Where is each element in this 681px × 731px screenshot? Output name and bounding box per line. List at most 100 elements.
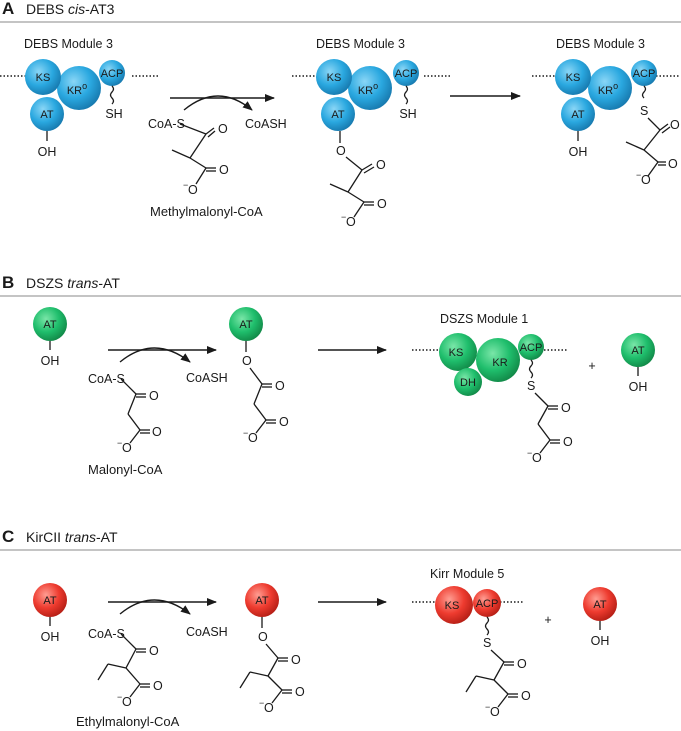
panel-a-module-start: DEBS Module 3 KS KRo AT ACP OH SH [0, 37, 158, 159]
ks-domain [316, 59, 352, 95]
substrate-label: Methylmalonyl-CoA [150, 204, 263, 219]
acp-label: ACP [476, 598, 499, 610]
panel-a-title: DEBS cis-AT3 [26, 1, 115, 17]
at-label: AT [43, 595, 57, 607]
acp-label: ACP [101, 68, 124, 80]
oxygen-label: O [149, 644, 159, 658]
panel-b-acyl-at: AT O O O − O [229, 307, 289, 445]
sulfur-label: S [527, 379, 535, 393]
wavy-bond [484, 616, 490, 636]
ks-domain [439, 333, 477, 371]
at-label: AT [255, 595, 269, 607]
panel-b-letter: B [2, 273, 14, 292]
curved-arrow [119, 347, 191, 363]
charge-label: − [117, 438, 122, 448]
ethylmalonyl-coa-structure: O O − O [97, 633, 163, 709]
oxygen-label: O [295, 685, 305, 699]
at-label: AT [593, 599, 607, 611]
panel-c-title: KirCII trans-AT [26, 529, 118, 545]
at-label: AT [631, 345, 645, 357]
oxygen-label: O [219, 163, 229, 177]
substrate-label: Malonyl-CoA [88, 462, 163, 477]
module-label: DEBS Module 3 [316, 37, 405, 51]
hydroxyl-label: OH [38, 145, 57, 159]
at-label: AT [40, 109, 54, 121]
charge-label: − [183, 180, 188, 190]
oxygen-label: O [152, 425, 162, 439]
oxygen-label: O [258, 630, 268, 644]
kr-domain [348, 66, 392, 110]
oxygen-label: O [264, 701, 274, 715]
oxygen-label: O [641, 173, 651, 187]
dh-label: DH [460, 377, 476, 389]
plus-sign: + [544, 613, 551, 627]
acp-domain [393, 60, 419, 86]
charge-label: − [117, 692, 122, 702]
ks-label: KS [327, 72, 342, 84]
oxygen-label: O [517, 657, 527, 671]
oxygen-label: O [532, 451, 542, 465]
panel-a-reaction-arrow-1: CoA-S CoASH O O − O Methylmalonyl-CoA [148, 94, 287, 219]
ks-label: KS [36, 72, 51, 84]
ks-label: KS [445, 600, 460, 612]
acp-domain [518, 334, 544, 360]
at-domain [621, 333, 655, 367]
kr-label: KR [492, 357, 507, 369]
acyl-ester-structure: O O O − O [329, 131, 387, 229]
oxygen-label: O [670, 118, 680, 132]
oxygen-label: O [218, 122, 228, 136]
oxygen-label: O [561, 401, 571, 415]
panel-a: A DEBS cis-AT3 DEBS Module 3 KS KRo AT A… [0, 0, 681, 229]
at-label: AT [331, 109, 345, 121]
kr-domain [588, 66, 632, 110]
oxygen-label: O [563, 435, 573, 449]
oxygen-label: O [279, 415, 289, 429]
panel-c-free-at: AT OH [33, 583, 67, 644]
thiol-label: SH [399, 107, 416, 121]
wavy-bond [528, 359, 534, 379]
oxygen-label: O [275, 379, 285, 393]
coash-label: CoASH [245, 117, 287, 131]
panel-a-module-acyl-acp: DEBS Module 3 KS KRo AT ACP OH S O [532, 37, 680, 187]
charge-label: − [636, 170, 641, 180]
oxygen-label: O [122, 695, 132, 709]
oxygen-label: O [336, 144, 346, 158]
ks-domain [25, 59, 61, 95]
panel-c-letter: C [2, 527, 14, 546]
charge-label: − [527, 448, 532, 458]
curved-arrow [183, 95, 253, 111]
panel-a-module-acyl-at: DEBS Module 3 KS KRo AT ACP SH O O [292, 37, 450, 229]
ks-domain [555, 59, 591, 95]
acp-domain [473, 589, 501, 617]
oxygen-label: O [377, 197, 387, 211]
at-domain [33, 583, 67, 617]
acp-label: ACP [520, 342, 543, 354]
panel-b: B DSZS trans-AT AT OH CoA-S CoASH O [0, 273, 681, 477]
panel-c-reaction-arrow-1: CoA-S CoASH O O − O Ethylmalonyl-CoA [76, 598, 228, 729]
wavy-bond [109, 85, 115, 105]
coa-s-label: CoA-S [88, 627, 125, 641]
coash-label: CoASH [186, 625, 228, 639]
hydroxyl-label: OH [591, 634, 610, 648]
charge-label: − [485, 702, 490, 712]
at-domain [321, 97, 355, 131]
oxygen-label: O [122, 441, 132, 455]
oxygen-label: O [153, 679, 163, 693]
kr-label: KRo [67, 81, 87, 97]
ks-label: KS [566, 72, 581, 84]
module-label: DEBS Module 3 [556, 37, 645, 51]
charge-label: − [243, 428, 248, 438]
module-label: Kirr Module 5 [430, 567, 504, 581]
oxygen-label: O [149, 389, 159, 403]
charge-label: − [341, 212, 346, 222]
ks-label: KS [449, 347, 464, 359]
at-domain [561, 97, 595, 131]
coash-label: CoASH [186, 371, 228, 385]
panel-b-title: DSZS trans-AT [26, 275, 120, 291]
panel-c-released-at: AT OH [583, 587, 617, 648]
oxygen-label: O [521, 689, 531, 703]
thiol-label: SH [105, 107, 122, 121]
panel-a-letter: A [2, 0, 14, 18]
oxygen-label: O [242, 354, 252, 368]
